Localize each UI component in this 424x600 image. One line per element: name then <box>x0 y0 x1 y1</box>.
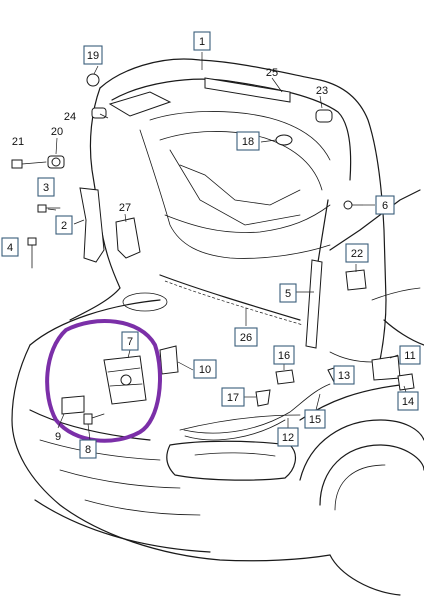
callout-26: 26 <box>234 327 258 347</box>
svg-text:9: 9 <box>55 431 61 443</box>
callout-2: 2 <box>55 215 73 235</box>
callout-25: 25 <box>266 67 278 79</box>
callout-12: 12 <box>277 427 299 447</box>
svg-text:5: 5 <box>285 288 291 300</box>
callout-21: 21 <box>12 136 24 148</box>
svg-text:22: 22 <box>351 248 363 260</box>
svg-text:8: 8 <box>85 444 91 456</box>
car-body <box>11 58 424 596</box>
svg-text:20: 20 <box>51 126 63 138</box>
svg-text:23: 23 <box>316 85 328 97</box>
callout-22: 22 <box>345 243 369 263</box>
callout-13: 13 <box>333 365 355 385</box>
svg-text:24: 24 <box>64 111 76 123</box>
svg-text:13: 13 <box>338 370 350 382</box>
svg-text:15: 15 <box>309 414 321 426</box>
svg-text:1: 1 <box>199 36 205 48</box>
leader-lines <box>47 52 407 441</box>
svg-text:16: 16 <box>278 350 290 362</box>
callout-20: 20 <box>51 126 63 138</box>
callout-8: 8 <box>79 439 97 459</box>
callout-3: 3 <box>37 177 55 197</box>
svg-text:26: 26 <box>240 332 252 344</box>
callout-1: 1 <box>193 31 211 51</box>
callout-14: 14 <box>397 391 419 411</box>
callout-16: 16 <box>273 345 295 365</box>
svg-text:18: 18 <box>242 136 254 148</box>
svg-text:19: 19 <box>87 50 99 62</box>
callout-7: 7 <box>121 331 139 351</box>
svg-text:25: 25 <box>266 67 278 79</box>
callout-18: 18 <box>236 131 260 151</box>
svg-text:27: 27 <box>119 202 131 214</box>
callout-10: 10 <box>193 359 217 379</box>
callout-27: 27 <box>119 202 131 214</box>
parts <box>11 73 415 441</box>
callout-6: 6 <box>375 195 395 215</box>
callout-17: 17 <box>221 387 245 407</box>
svg-text:3: 3 <box>43 182 49 194</box>
svg-text:14: 14 <box>402 396 414 408</box>
callout-11: 11 <box>399 345 421 365</box>
callout-15: 15 <box>304 409 326 429</box>
svg-text:12: 12 <box>282 432 294 444</box>
callout-4: 4 <box>1 237 19 257</box>
callout-24: 24 <box>64 111 76 123</box>
svg-text:17: 17 <box>227 392 239 404</box>
svg-text:2: 2 <box>61 220 67 232</box>
svg-text:7: 7 <box>127 336 133 348</box>
svg-text:21: 21 <box>12 136 24 148</box>
svg-text:10: 10 <box>199 364 211 376</box>
svg-text:4: 4 <box>7 242 13 254</box>
highlight-loop <box>45 319 162 443</box>
callout-5: 5 <box>279 283 297 303</box>
callout-23: 23 <box>316 85 328 97</box>
svg-text:6: 6 <box>382 200 388 212</box>
callout-9: 9 <box>55 431 61 443</box>
svg-text:11: 11 <box>404 350 415 362</box>
callout-19: 19 <box>83 45 103 65</box>
